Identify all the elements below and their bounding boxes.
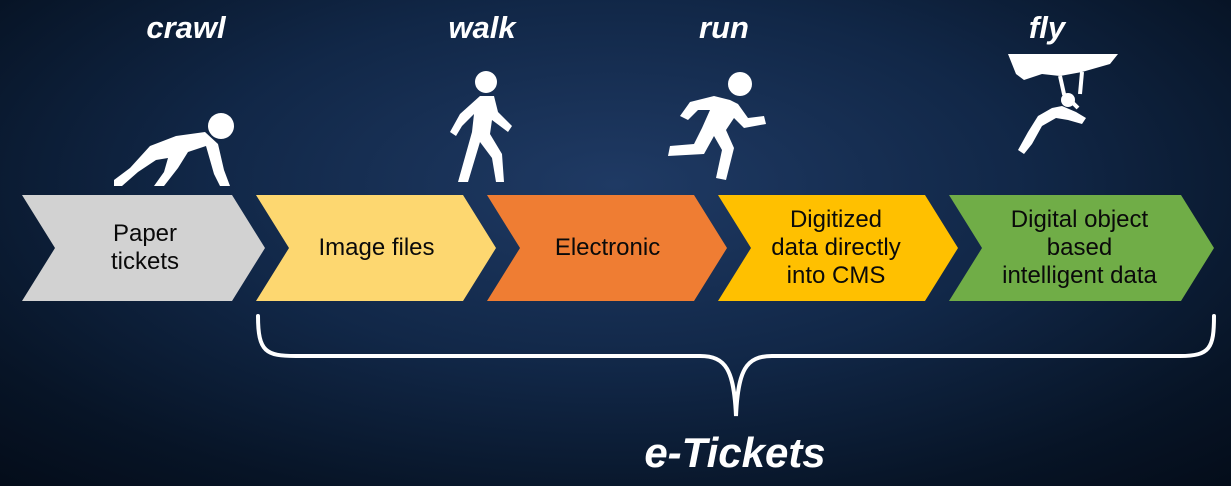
e-tickets-label: e-Tickets: [644, 429, 826, 476]
running-person-icon: [664, 70, 774, 182]
stage-word-walk: walk: [448, 10, 516, 45]
walking-person-icon: [446, 70, 516, 186]
stage-word-fly: fly: [1028, 10, 1066, 45]
stage-word-crawl: crawl: [146, 10, 226, 45]
chevron-digital-object: [949, 195, 1214, 301]
chevron-electronic: [487, 195, 727, 301]
crawling-person-icon: [108, 110, 243, 188]
e-tickets-brace: [256, 314, 1216, 417]
chevron-label-digital: Digital object based intelligent data: [1002, 206, 1157, 289]
chevron-paper-tickets: [22, 195, 265, 301]
chevron-image-files: [256, 195, 496, 301]
chevron-label-electronic: Electronic: [554, 234, 661, 261]
hang-glider-icon: [1002, 48, 1122, 158]
chevron-label-paper: Paper tickets: [110, 220, 179, 275]
stage-word-run: run: [699, 10, 749, 45]
chevron-digitized: [718, 195, 958, 301]
chevron-label-digitized: Digitized data directly into CMS: [771, 206, 901, 289]
chevron-label-image: Image files: [318, 234, 435, 261]
